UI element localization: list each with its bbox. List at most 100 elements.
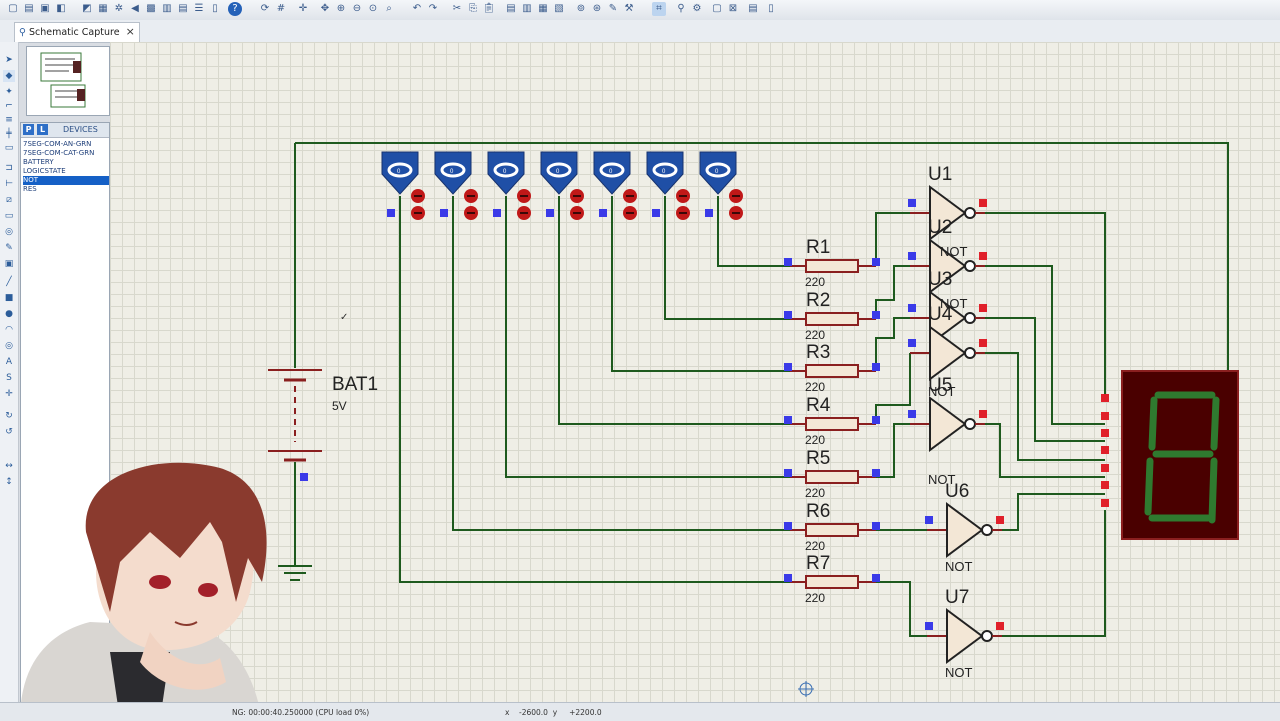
zoom-all-icon[interactable]: ⊙ xyxy=(368,3,378,14)
mirror-x-icon[interactable]: ↔ xyxy=(5,461,13,471)
package-icon[interactable]: ✎ xyxy=(608,3,618,14)
remove-sheet-icon[interactable]: ⊠ xyxy=(728,3,738,14)
device-item[interactable]: LOGICSTATE xyxy=(23,167,66,175)
wire-autorouter-icon[interactable]: ⌗ xyxy=(652,2,666,16)
paste-icon[interactable]: 📋︎ xyxy=(482,3,496,14)
symbol-icon[interactable]: S xyxy=(6,373,12,383)
junction-mode-icon[interactable]: ✦ xyxy=(5,87,13,97)
tab-schematic-capture[interactable]: ⚲ Schematic Capture× xyxy=(14,22,140,42)
device-item-selected[interactable]: NOT xyxy=(23,176,109,185)
pin-icon[interactable]: ⊢ xyxy=(5,179,13,189)
buses-icon[interactable]: ╪ xyxy=(6,129,12,139)
path-icon[interactable]: ◎ xyxy=(5,341,13,351)
redo-icon[interactable]: ↷ xyxy=(428,3,438,14)
device-item[interactable]: BATTERY xyxy=(23,158,54,166)
logicstate-5[interactable]: 0 xyxy=(593,151,637,220)
doc-icon[interactable]: ▯ xyxy=(212,3,218,14)
instrument-icon[interactable]: ▣ xyxy=(4,259,14,269)
pcb-icon[interactable]: ▦ xyxy=(98,3,108,14)
settings-icon[interactable]: ✲ xyxy=(114,3,124,14)
rotate-cw-icon[interactable]: ↻ xyxy=(5,411,13,421)
chip-icon[interactable]: ▥ xyxy=(162,3,172,14)
terminals-icon[interactable]: ⊐ xyxy=(5,163,13,173)
device-item[interactable]: RES xyxy=(23,185,37,193)
zoom-in-icon[interactable]: ⊕ xyxy=(336,3,346,14)
search-icon[interactable]: ⚲ xyxy=(677,3,685,14)
make-device-icon[interactable]: ⊛ xyxy=(592,3,602,14)
bom-icon[interactable]: ▤ xyxy=(178,3,188,14)
refresh-icon[interactable]: ⟳ xyxy=(260,3,270,14)
device-item[interactable]: 7SEG-COM-CAT-GRN xyxy=(23,149,95,157)
close-icon[interactable]: × xyxy=(125,25,135,38)
pan-icon[interactable]: ✥ xyxy=(320,3,330,14)
file-new-icon[interactable]: ▢ xyxy=(8,3,18,14)
block-rotate-icon[interactable]: ▦ xyxy=(538,3,548,14)
pick-device-icon[interactable]: ⊚ xyxy=(576,3,586,14)
logicstate-7[interactable]: 0 xyxy=(699,151,743,220)
copy-icon[interactable]: ⎘ xyxy=(469,3,477,14)
not-gate-u1[interactable]: U1 xyxy=(908,164,987,241)
cut-icon[interactable]: ✂ xyxy=(452,3,462,14)
block-copy-icon[interactable]: ▤ xyxy=(506,3,516,14)
undo-icon[interactable]: ↶ xyxy=(412,3,422,14)
zoom-area-icon[interactable]: ⌕ xyxy=(386,3,392,14)
library-button[interactable]: L xyxy=(37,124,48,135)
report-icon[interactable]: ▯ xyxy=(768,3,774,14)
seven-segment-display[interactable] xyxy=(1101,370,1239,540)
arc-icon[interactable]: ◠ xyxy=(5,325,13,335)
marker-icon[interactable]: ✛ xyxy=(5,389,13,399)
logicstate-3[interactable]: 0 xyxy=(487,151,531,220)
circle-icon[interactable]: ● xyxy=(5,309,13,319)
overview-window[interactable] xyxy=(26,46,110,116)
probe-icon[interactable]: ✎ xyxy=(5,243,13,253)
subcircuit-icon[interactable]: ▭ xyxy=(4,143,14,153)
new-sheet-icon[interactable]: ▢ xyxy=(712,3,722,14)
text-script-icon[interactable]: ≡ xyxy=(5,115,13,125)
logicstate-4[interactable]: 0 xyxy=(540,151,584,220)
help-icon[interactable]: ? xyxy=(228,2,242,16)
block-delete-icon[interactable]: ▧ xyxy=(554,3,564,14)
grid-icon[interactable]: # xyxy=(276,3,286,14)
graph-mode-icon[interactable]: ⧄ xyxy=(6,195,12,205)
generator-icon[interactable]: ◎ xyxy=(5,227,13,237)
import-icon[interactable]: ◧ xyxy=(56,3,66,14)
line-icon[interactable]: ╱ xyxy=(6,277,12,287)
selection-mode-icon[interactable]: ➤ xyxy=(5,55,13,65)
decompose-icon[interactable]: ⚒ xyxy=(624,3,634,14)
battery-bat1[interactable]: BAT1 5V xyxy=(268,369,378,481)
logicstate-1[interactable]: 0 xyxy=(381,151,425,220)
property-icon[interactable]: ⚙ xyxy=(692,3,702,14)
block-move-icon[interactable]: ▥ xyxy=(522,3,532,14)
mirror-y-icon[interactable]: ↕ xyxy=(5,477,13,487)
logicstate-6[interactable]: 0 xyxy=(646,151,690,220)
open-icon[interactable]: ▤ xyxy=(24,3,34,14)
graph-icon[interactable]: ▩ xyxy=(146,3,156,14)
save-icon[interactable]: ▣ xyxy=(40,3,50,14)
play-back-icon[interactable]: ◀ xyxy=(131,3,139,14)
text-icon[interactable]: A xyxy=(5,357,13,367)
component-mode-icon[interactable]: ◆ xyxy=(3,70,15,82)
box-icon[interactable]: ■ xyxy=(4,293,14,303)
list-icon[interactable]: ☰ xyxy=(194,3,204,14)
pick-devices-button[interactable]: P xyxy=(23,124,34,135)
rotate-ccw-icon[interactable]: ↺ xyxy=(5,427,13,437)
zoom-out-icon[interactable]: ⊖ xyxy=(352,3,362,14)
wire-label-icon[interactable]: ⌐ xyxy=(5,101,13,111)
logicstate-2[interactable]: 0 xyxy=(434,151,478,220)
schematic-icon[interactable]: ◩ xyxy=(82,3,92,14)
origin-icon[interactable]: ✛ xyxy=(298,3,308,14)
